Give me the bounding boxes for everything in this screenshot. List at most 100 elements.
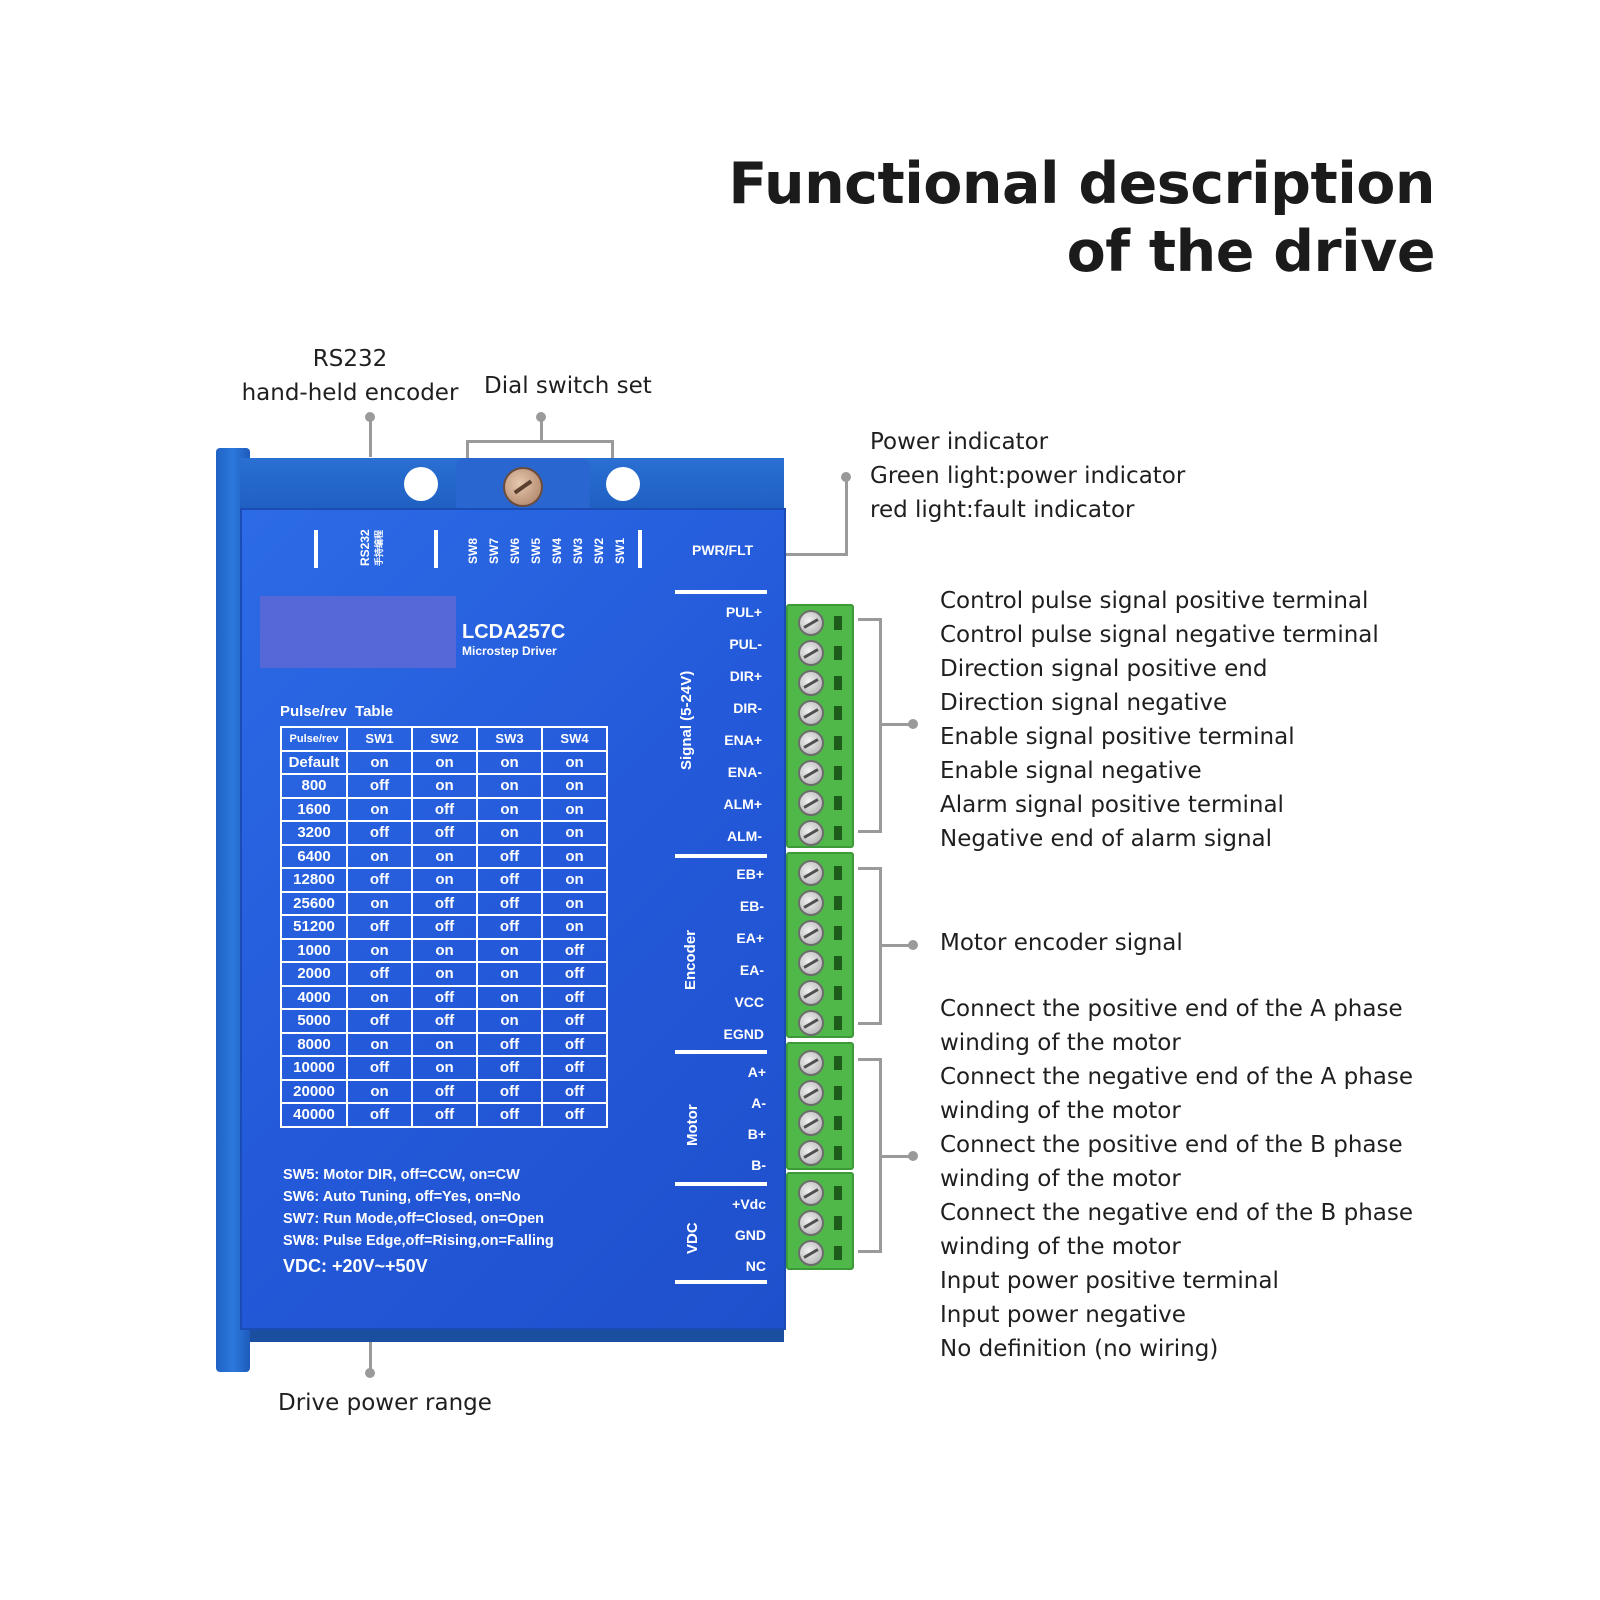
drive-power-leader-dot [365, 1368, 375, 1378]
terminal-slot [834, 646, 842, 660]
table-cell: 5000 [280, 1008, 348, 1034]
table-cell: off [476, 1055, 543, 1081]
terminal-screw-icon [798, 640, 824, 666]
table-header-cell: SW1 [346, 726, 413, 752]
terminal-screw-icon [798, 890, 824, 916]
table-cell: off [346, 820, 413, 846]
table-cell: 8000 [280, 1031, 348, 1057]
power-terminal-block [786, 1172, 854, 1270]
table-cell: on [476, 961, 543, 987]
table-cell: off [411, 1008, 478, 1034]
table-cell: off [476, 867, 543, 893]
note-text: Pulse Edge,off=Rising,on=Falling [319, 1233, 554, 1249]
encoder-bracket [880, 944, 910, 947]
terminal-label-pul-minus: PUL- [729, 636, 762, 652]
signal-callout-item: Enable signal positive terminal [940, 724, 1295, 750]
rs232-callout: RS232 hand-held encoder [240, 342, 460, 410]
table-cell: on [476, 820, 543, 846]
terminal-screw-icon [798, 1240, 824, 1266]
terminal-slot [834, 766, 842, 780]
table-cell: on [411, 773, 478, 799]
power-callout-item: Input power negative [940, 1302, 1186, 1328]
signal-bracket [880, 723, 910, 726]
table-cell: on [411, 961, 478, 987]
terminal-screw-icon [798, 790, 824, 816]
table-cell: off [411, 984, 478, 1010]
table-cell: off [476, 1102, 543, 1128]
table-cell: 800 [280, 773, 348, 799]
pulse-table-title: Pulse/rev Table [280, 703, 394, 720]
terminal-screw-icon [798, 1010, 824, 1036]
table-cell: on [476, 1008, 543, 1034]
dial-leader-stem [540, 417, 543, 441]
terminal-slot [834, 1016, 842, 1030]
drive-power-leader [369, 1342, 372, 1372]
rs232-port-sublabel: 手持编程 [374, 529, 384, 566]
table-cell: 20000 [280, 1078, 348, 1104]
terminal-label-pul-plus: PUL+ [725, 604, 762, 620]
table-cell: off [476, 914, 543, 940]
terminal-screw-icon [798, 1080, 824, 1106]
note-text: Auto Tuning, off=Yes, on=No [319, 1189, 521, 1205]
switch-label-sw7: SW7 [487, 537, 501, 564]
table-cell: 4000 [280, 984, 348, 1010]
mounting-hole-left [404, 467, 438, 501]
table-header-row: Pulse/rev SW1 SW2 SW3 SW4 [280, 726, 608, 752]
encoder-bracket-dot [908, 940, 918, 950]
divider-bar [638, 530, 642, 568]
terminal-screw-icon [798, 820, 824, 846]
table-cell: off [541, 937, 608, 963]
table-cell: on [411, 1055, 478, 1081]
table-cell: on [346, 796, 413, 822]
power-bracket [858, 1058, 882, 1061]
cover-screw-icon [503, 467, 543, 507]
vdc-terminal-labels: +Vdc GND NC [694, 1196, 766, 1286]
table-cell: off [541, 1102, 608, 1128]
terminal-screw-icon [798, 760, 824, 786]
note-text: Motor DIR, off=CCW, on=CW [319, 1167, 520, 1183]
table-cell: off [411, 914, 478, 940]
terminal-label-ena-plus: ENA+ [724, 732, 762, 748]
terminal-label-a-minus: A- [751, 1095, 766, 1111]
power-callout-item: No definition (no wiring) [940, 1336, 1219, 1362]
switch-label-sw2: SW2 [592, 537, 606, 564]
table-cell: off [346, 1102, 413, 1128]
switch-label-sw6: SW6 [508, 537, 522, 564]
terminal-slot [834, 706, 842, 720]
signal-callout-item: Negative end of alarm signal [940, 826, 1273, 852]
note-key: SW6: [283, 1189, 320, 1205]
power-indicator-line-3: red light:fault indicator [870, 497, 1135, 523]
terminal-label-gnd: GND [734, 1227, 766, 1243]
terminal-slot [834, 616, 842, 630]
encoder-terminal-block [786, 852, 854, 1038]
power-bracket [880, 1155, 910, 1158]
divider-bar [314, 530, 318, 568]
terminal-slot [834, 956, 842, 970]
terminal-screw-icon [798, 950, 824, 976]
terminal-slot [834, 1246, 842, 1260]
terminal-slot [834, 1056, 842, 1070]
mounting-hole-right [606, 467, 640, 501]
signal-callout-item: Direction signal positive end [940, 656, 1268, 682]
table-cell: off [476, 890, 543, 916]
table-cell: 1600 [280, 796, 348, 822]
terminal-slot [834, 1146, 842, 1160]
table-cell: off [346, 867, 413, 893]
title-line-1: Functional description [728, 151, 1435, 217]
note-sw7: SW7: Run Mode,off=Closed, on=Open [283, 1208, 554, 1230]
table-header-cell: SW4 [541, 726, 608, 752]
power-callout-item: winding of the motor [940, 1166, 1181, 1192]
power-callout-item: winding of the motor [940, 1098, 1181, 1124]
note-sw6: SW6: Auto Tuning, off=Yes, on=No [283, 1186, 554, 1208]
table-cell: off [411, 1102, 478, 1128]
table-cell: off [346, 961, 413, 987]
terminal-screw-icon [798, 1110, 824, 1136]
terminal-label-vdc-plus: +Vdc [732, 1196, 766, 1212]
table-cell: off [346, 914, 413, 940]
terminal-screw-icon [798, 920, 824, 946]
table-cell: on [476, 937, 543, 963]
rs232-callout-line-1: RS232 [312, 346, 388, 372]
